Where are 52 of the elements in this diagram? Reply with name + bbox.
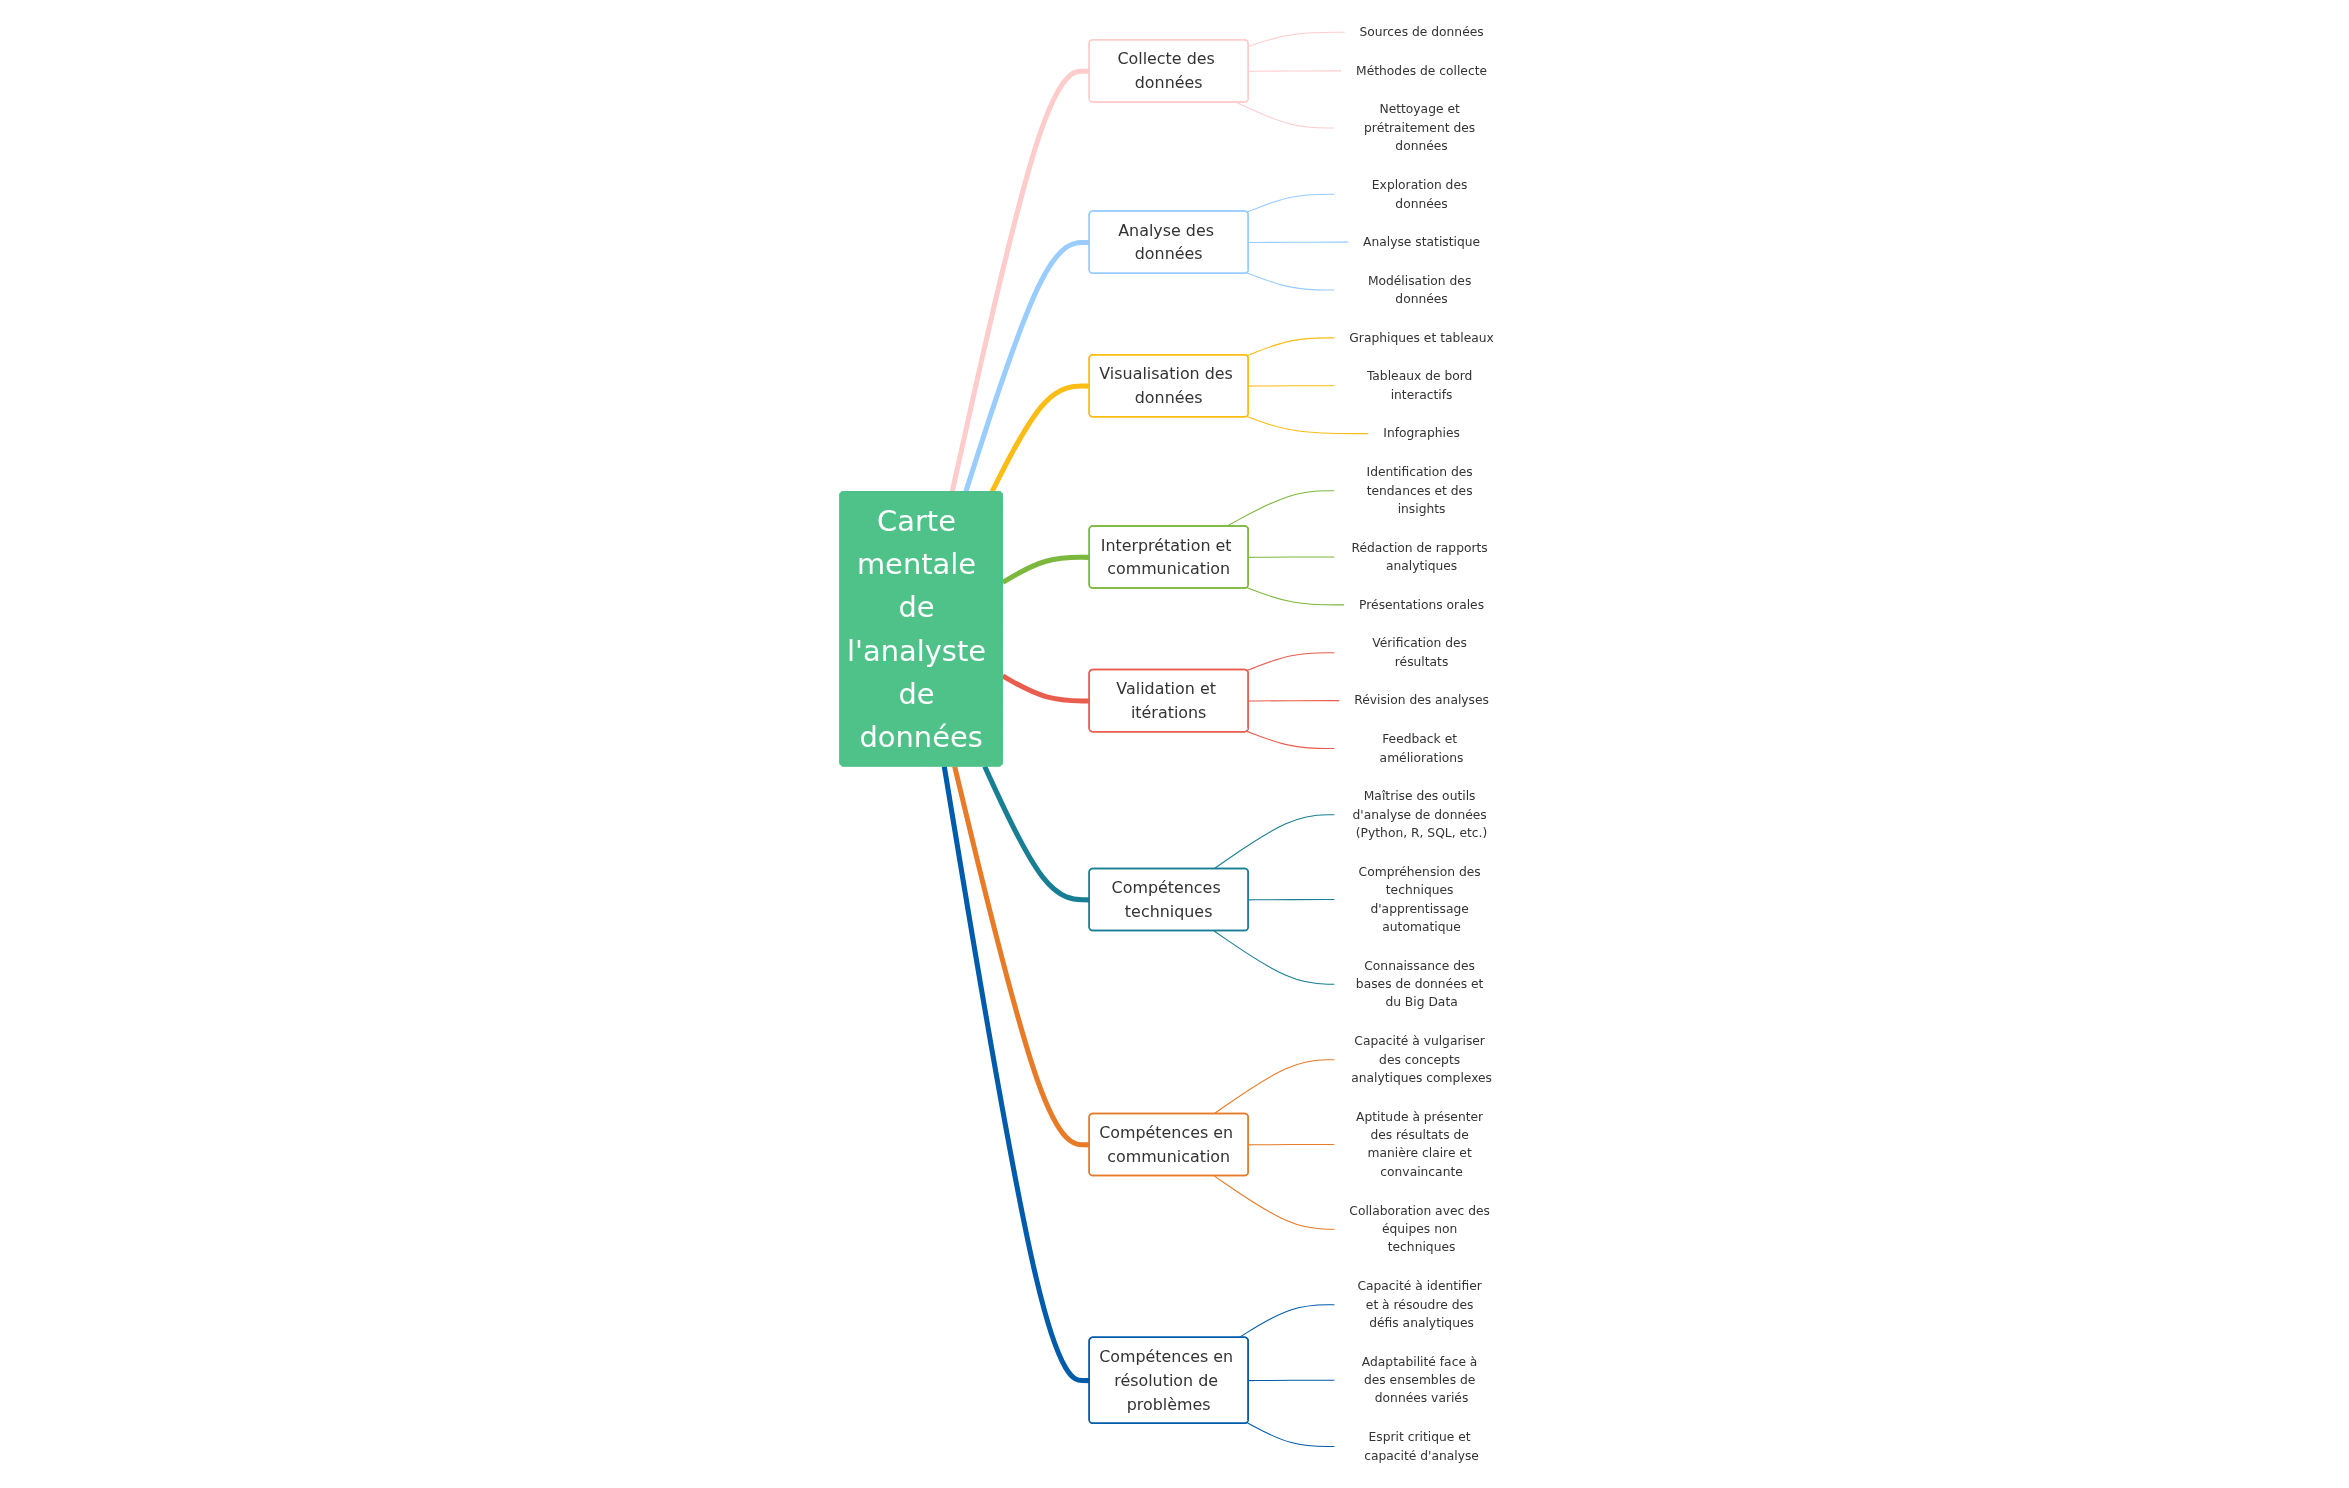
node-text: Compréhension des techniques d'apprentissage automatique [1359, 864, 1482, 934]
connector [1248, 1379, 1336, 1382]
node-text: Exploration des données [1372, 177, 1468, 211]
connector [1226, 490, 1336, 527]
node-text: Infographies [1383, 425, 1461, 441]
node-text: Vérification des résultats [1372, 635, 1468, 669]
node-text: Méthodes de collecte [1356, 63, 1488, 78]
node-text: Capacité à identifier et à résoudre des défis analytiques [1357, 1278, 1483, 1330]
connector [1246, 337, 1336, 357]
node-text: Graphiques et tableaux [1349, 330, 1495, 345]
connector [1214, 1059, 1336, 1115]
connector [1235, 101, 1336, 129]
node-text: Sources de données [1359, 24, 1485, 39]
node-text: Tableaux de bord interactifs [1367, 368, 1473, 402]
connector [982, 765, 1090, 903]
node-text: Collaboration avec des équipes non techniques [1349, 1203, 1491, 1255]
connector [1246, 193, 1336, 213]
connector [1214, 1175, 1336, 1230]
connector [952, 765, 1090, 1148]
node-text: Maîtrise des outils d'analyse de données (Python, R, SQL, etc.) [1352, 788, 1488, 840]
connector [1246, 730, 1336, 750]
node-text: Aptitude à présenter des résultats de manière claire et convaincante [1356, 1109, 1484, 1179]
connector [1246, 587, 1346, 606]
connector [1248, 899, 1336, 901]
connector [1214, 930, 1336, 985]
connector [1238, 1304, 1336, 1339]
node-text: Modélisation des données [1368, 273, 1472, 306]
node-text: Analyse statistique [1363, 234, 1481, 249]
connector [1247, 1422, 1336, 1448]
connector [1246, 415, 1370, 435]
node-text: Feedback et améliorations [1380, 731, 1464, 765]
connector [1248, 31, 1347, 47]
connector [963, 239, 1090, 493]
connector [1246, 652, 1336, 672]
connector [942, 766, 1090, 1384]
node-text: Identification des tendances et des insights [1366, 464, 1474, 516]
node-text: Capacité à vulgariser des concepts analytiques complexes [1351, 1033, 1493, 1085]
connector [1248, 700, 1341, 702]
node-text: Présentations orales [1359, 597, 1485, 612]
node-text: Rédaction de rapports analytiques [1351, 540, 1489, 573]
connector [1248, 1143, 1336, 1146]
connector [1248, 241, 1350, 244]
connector [1248, 70, 1343, 72]
node-text: Révision des analyses [1354, 692, 1490, 708]
node-text: Nettoyage et prétraitement des données [1364, 101, 1476, 154]
node-text: Esprit critique et capacité d'analyse [1364, 1429, 1480, 1463]
connector [1248, 556, 1336, 558]
node-text: Connaissance des bases de données et du Big Data [1356, 958, 1484, 1010]
node-text: Adaptabilité face à des ensembles de données variés [1362, 1354, 1478, 1406]
connector [1214, 814, 1336, 870]
connector [1246, 272, 1336, 291]
connector [1248, 385, 1336, 387]
